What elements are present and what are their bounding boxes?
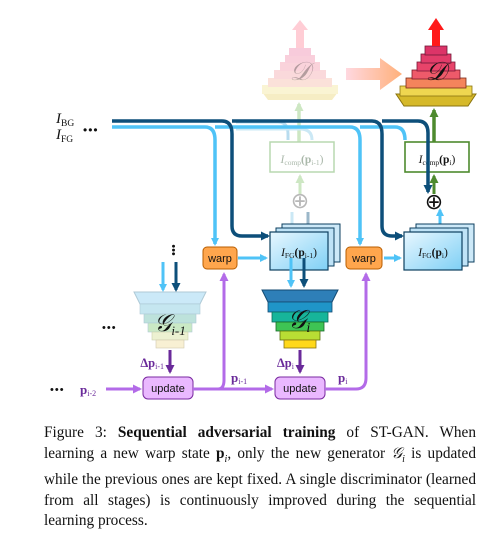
generator-prev-dots: ••• — [167, 244, 179, 256]
delta-prev-label: Δpi-1 — [140, 356, 164, 371]
warp-label-prev: warp — [207, 253, 232, 265]
composite-label-faded: Icomp(pi-1) — [280, 154, 324, 167]
discriminator-active — [395, 18, 477, 107]
composite-box — [404, 141, 470, 173]
caption-p-sub: i — [224, 453, 228, 465]
inputs-dots: ••• — [83, 123, 99, 137]
oplus-faded-icon: ⊕ — [291, 188, 309, 213]
discriminator-transfer-arrow — [346, 58, 402, 90]
input-bg-label: IBG — [55, 111, 74, 129]
composite-box-faded — [269, 141, 335, 173]
update-label-prev: update — [151, 383, 185, 395]
input-fg-label: IFG — [55, 127, 73, 145]
generator-curr — [261, 289, 339, 349]
warp-box-prev — [202, 246, 238, 270]
oplus-icon: ⊕ — [425, 189, 443, 214]
update-label-curr: update — [283, 383, 317, 395]
caption-text-1: of ST-GAN. When learning a new warp stat… — [44, 424, 476, 462]
input-bus — [112, 119, 433, 246]
caption-text-2: , only the new generator — [227, 444, 392, 462]
p-end-label: pi — [338, 370, 348, 386]
p-start-label: pi-2 — [80, 382, 96, 398]
caption-text-3: is updated while the previous ones are k… — [44, 444, 476, 530]
caption-g-symbol: 𝒢 — [391, 444, 403, 462]
generator-prev — [133, 291, 207, 349]
generator-prev-left-dots: ••• — [102, 322, 117, 334]
p-start-dots: ••• — [50, 384, 65, 396]
fg-box-prev — [269, 223, 341, 271]
figure-caption: Figure 3: Sequential adversarial trainin… — [44, 423, 476, 532]
caption-figure-label: Figure 3: — [44, 424, 107, 441]
p-mid-to-warp-arrow — [217, 272, 229, 391]
fg-label-prev: IFG(pi-1) — [280, 247, 317, 260]
st-gan-diagram: 𝒟 𝒟 Icomp(pi-1) Icomp(pi) ⊕ ⊕ IBG IFG ••… — [50, 18, 477, 400]
caption-g-sub: i — [402, 453, 405, 465]
caption-title: Sequential adversarial training — [117, 424, 336, 441]
warp-label-curr: warp — [351, 253, 376, 265]
discriminator-faded — [262, 20, 338, 100]
delta-curr-label: Δpi — [277, 356, 295, 371]
fg-label-curr: IFG(pi) — [417, 247, 448, 260]
fg-box-curr — [403, 223, 475, 271]
caption-p-symbol: p — [216, 444, 225, 462]
warp-box-curr — [345, 246, 383, 270]
p-mid-label: pi-1 — [231, 370, 247, 386]
p-end-to-warp-arrow — [325, 272, 371, 391]
composite-label: Icomp(pi) — [418, 154, 456, 167]
generator-prev-symbol: 𝒢i-1 — [154, 311, 186, 338]
generator-curr-symbol: 𝒢i — [288, 305, 311, 336]
